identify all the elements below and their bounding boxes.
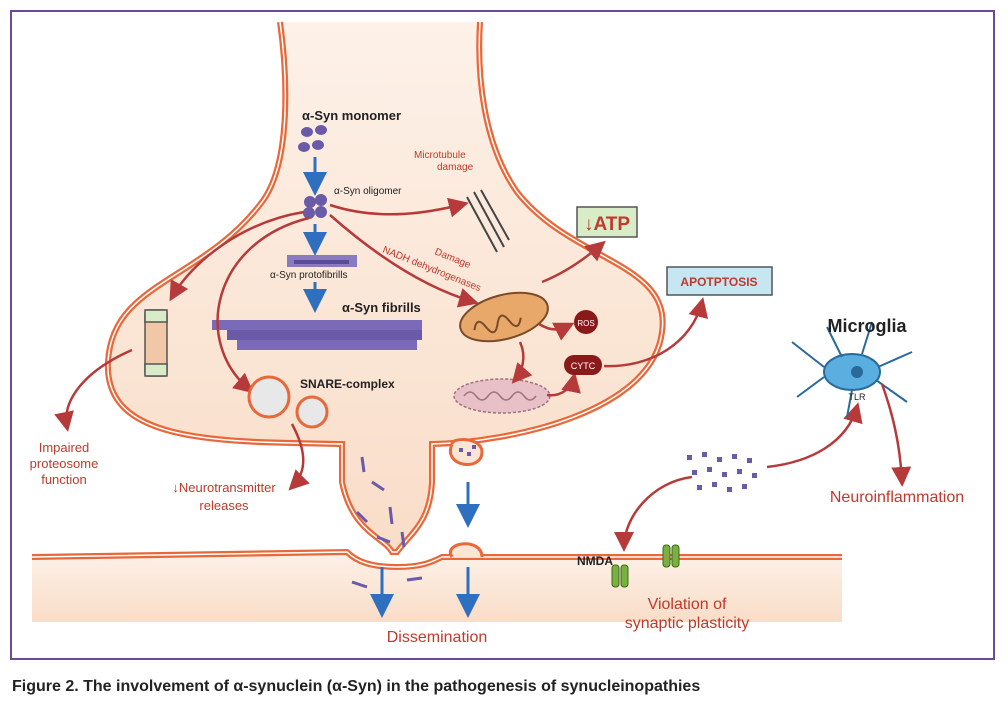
proteasome [144,309,168,377]
protofibrils [287,255,357,267]
synaptic-fibrils [351,456,423,589]
neuro-label-1: ↓Neurotransmitter [172,480,276,495]
atp-label: ↓ATP [584,214,630,235]
mitochondrion [459,291,549,343]
exocytosis-vesicle [448,438,484,466]
nmda-label: NMDA [577,554,613,568]
protofibrils-label: α-Syn protofibrills [270,270,347,281]
ros-label: ROS [577,319,594,328]
tlr-label: TLR [848,392,866,402]
synucleinopathy-diagram: α-Syn monomer α-Syn oligomer α-Syn proto… [30,21,964,646]
apoptosis-label: APOTPTOSIS [680,275,757,289]
oligomer-cluster [303,194,327,219]
proteosome-label-2: proteosome [30,456,99,471]
cytc-label: CYTC [571,361,596,371]
endocytosis-vesicle [448,542,484,558]
monomer-label: α-Syn monomer [302,108,401,123]
microtubule-label-1: Microtubule [414,150,466,161]
dissemination-label: Dissemination [387,629,487,646]
snare-label: SNARE-complex [300,377,395,391]
proteosome-label-3: function [41,472,87,487]
ros-badge [574,310,598,334]
microtubule [466,189,510,253]
atp-box [576,206,638,238]
vesicle-1 [247,375,291,419]
oligomer-label: α-Syn oligomer [334,186,402,197]
fibrils [212,320,422,350]
vesicle-2 [295,395,329,429]
violation-label-2: synaptic plasticity [625,615,750,632]
microglia-label: Microglia [827,316,907,336]
neuroinflammation-label: Neuroinflammation [830,489,964,506]
cytc-badge [564,355,602,375]
neuro-label-2: releases [199,498,249,513]
released-aggregates [687,452,757,492]
figure-caption: Figure 2. The involvement of α-synuclein… [12,678,701,695]
nmda-receptor-2 [662,544,680,568]
monomer-cluster [298,125,327,152]
fibrils-label: α-Syn fibrills [342,300,421,315]
damaged-mitochondrion [453,378,551,414]
violation-label-1: Violation of [648,596,727,613]
apoptosis-box [666,266,773,296]
microtubule-label-2: damage [437,162,474,173]
postsynaptic-membrane [32,552,842,622]
proteosome-label-1: Impaired [39,440,90,455]
presynaptic-terminal [104,21,666,555]
nmda-receptor-1 [611,564,629,588]
